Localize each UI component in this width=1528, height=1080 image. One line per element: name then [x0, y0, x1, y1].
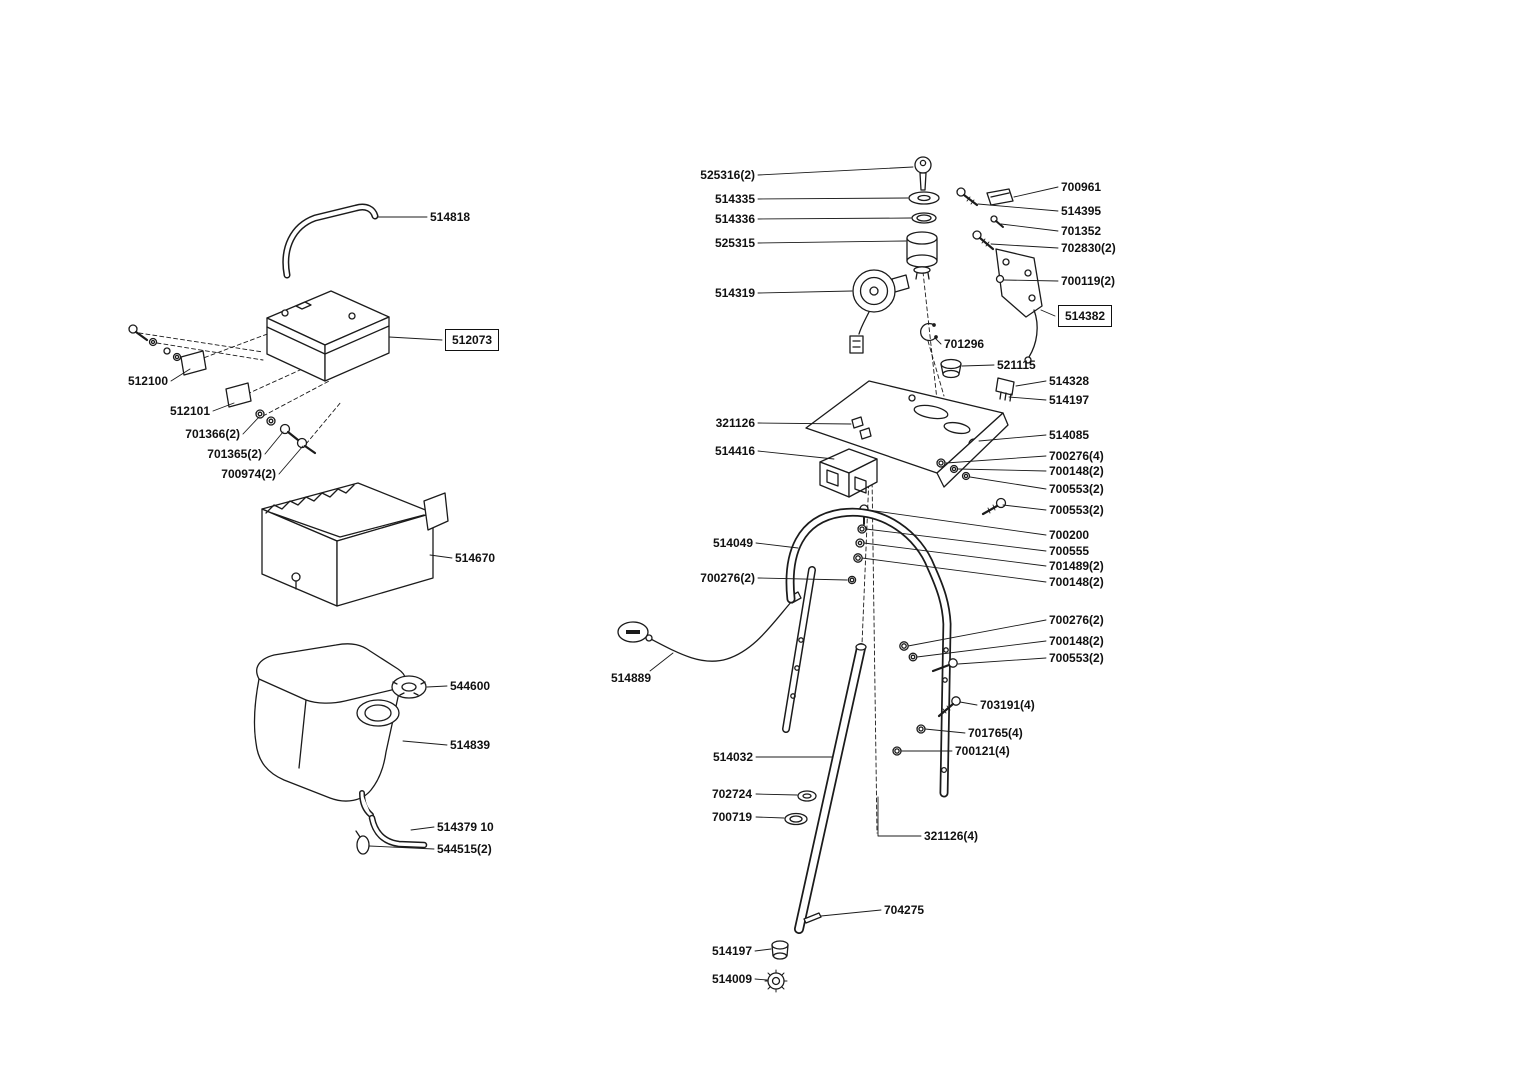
part-label: 700974(2): [221, 467, 276, 481]
part-label: 512101: [169, 404, 210, 418]
part-label: 700276(2): [700, 571, 755, 585]
part-label: 544600: [450, 679, 491, 693]
part-label: 704275: [884, 903, 925, 917]
part-label: 700555: [1049, 544, 1090, 558]
part-label: 514839: [450, 738, 491, 752]
fuel-hose-drawing: [355, 814, 428, 855]
snap-ring-drawing: [920, 322, 938, 342]
battery-fasteners-drawing: [128, 324, 317, 455]
battery-tray-drawing: [261, 482, 449, 607]
part-label: 514032: [712, 750, 753, 764]
part-label: 525316(2): [700, 168, 755, 182]
part-label: 700200: [1049, 528, 1090, 542]
part-label: 514818: [430, 210, 471, 224]
part-label: 514328: [1049, 374, 1090, 388]
key-bracket-drawing: [956, 187, 1043, 364]
horn-drawing: [849, 269, 910, 354]
shaft-rings-drawing: [784, 790, 817, 826]
battery-drawing: [266, 290, 390, 382]
part-label-boxed: 512073: [445, 329, 500, 351]
part-label: 544515(2): [437, 842, 492, 856]
part-label: 700553(2): [1049, 651, 1104, 665]
part-label: 514197: [711, 944, 752, 958]
part-label: 700961: [1061, 180, 1102, 194]
support-bracket-drawing: [819, 448, 878, 498]
ground-wire-drawing: [617, 591, 802, 662]
part-label: 512100: [127, 374, 168, 388]
shaft-bottom-parts-drawing: [764, 912, 822, 993]
part-label: 700148(2): [1049, 464, 1104, 478]
handle-rod-drawing: [282, 203, 379, 279]
part-label: 701352: [1061, 224, 1102, 238]
part-label: 700119(2): [1061, 274, 1116, 288]
fuel-tank-drawing: [253, 643, 407, 818]
part-label: 701296: [944, 337, 985, 351]
leg-fasteners-drawing: [892, 641, 961, 756]
steering-shaft-drawing: [794, 643, 867, 934]
part-label: 321126: [715, 416, 755, 430]
part-label: 525315: [714, 236, 755, 250]
part-label: 700121(4): [955, 744, 1010, 758]
part-label-boxed: 514382: [1058, 305, 1113, 327]
part-label: 514009: [711, 972, 752, 986]
handlebar-drawing: [782, 507, 952, 798]
part-label: 700276(4): [1049, 449, 1104, 463]
ignition-switch-drawing: [906, 156, 940, 280]
part-label: 321126(4): [924, 829, 979, 843]
part-label: 514049: [712, 536, 753, 550]
part-label: 514379 10: [437, 820, 494, 834]
part-label: 700719: [711, 810, 752, 824]
part-label: 514889: [610, 671, 651, 685]
part-label: 514319: [714, 286, 755, 300]
part-label: 701365(2): [207, 447, 262, 461]
part-label: 514416: [714, 444, 755, 458]
part-label: 700276(2): [1049, 613, 1104, 627]
part-label: 514085: [1049, 428, 1090, 442]
part-label: 700553(2): [1049, 503, 1104, 517]
part-label: 514335: [714, 192, 755, 206]
part-label: 521115: [997, 358, 1036, 372]
part-label: 702724: [711, 787, 752, 801]
part-label: 701366(2): [185, 427, 240, 441]
part-label: 700553(2): [1049, 482, 1104, 496]
fuel-cap-drawing: [391, 675, 427, 699]
construction-lines: [138, 271, 945, 834]
part-label: 701765(4): [968, 726, 1023, 740]
part-label: 703191(4): [980, 698, 1035, 712]
part-label: 514197: [1049, 393, 1090, 407]
part-label: 702830(2): [1061, 241, 1116, 255]
grommet-connector-drawing: [940, 358, 1015, 402]
part-label: 701489(2): [1049, 559, 1104, 573]
part-label: 700148(2): [1049, 575, 1104, 589]
part-label: 514670: [455, 551, 496, 565]
part-label: 514336: [714, 212, 755, 226]
part-label: 700148(2): [1049, 634, 1104, 648]
part-label: 514395: [1061, 204, 1102, 218]
leader-lines: [170, 166, 1059, 981]
